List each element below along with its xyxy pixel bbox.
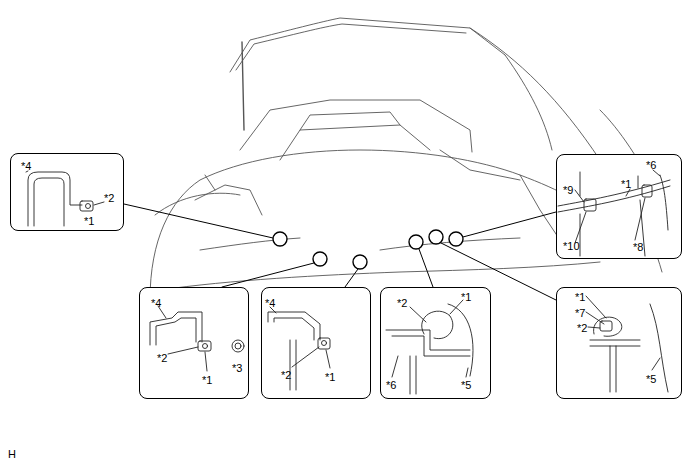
inset-box: *2 *1 *6 *5: [380, 287, 491, 399]
callout-number: *3: [232, 362, 242, 374]
callout-number: *2: [577, 322, 587, 334]
callout-number: *2: [397, 297, 407, 309]
callout-number: *1: [621, 178, 631, 190]
callout-number: *1: [575, 291, 585, 303]
callout-number: *6: [646, 159, 656, 171]
callout-number: *8: [633, 241, 643, 253]
inset-box: *4 *2 *1: [10, 153, 124, 231]
callout-number: *1: [461, 291, 471, 303]
inset-details: [26, 170, 670, 394]
callout-number: *2: [157, 352, 167, 364]
callout-number: *5: [646, 373, 656, 385]
callout-number: *6: [386, 379, 396, 391]
location-marks: [273, 230, 463, 269]
inset-box: *1 *7 *2 *5: [556, 287, 682, 399]
inset-leaders: [124, 204, 556, 300]
inset-box: *4 *2 *1: [261, 287, 371, 399]
callout-number: *1: [84, 215, 94, 227]
callout-number: *2: [104, 192, 114, 204]
callout-number: *7: [575, 307, 585, 319]
callout-number: *1: [202, 374, 212, 386]
inset-grounds: [10, 153, 682, 399]
figure-code: H: [8, 448, 16, 460]
callout-number: *4: [21, 160, 31, 172]
callout-number: *4: [265, 297, 275, 309]
inset-box: *4 *2 *1 *3: [139, 287, 249, 399]
inset-box: *6 *9 *1 *10 *8: [556, 154, 682, 259]
callout-number: *10: [563, 240, 580, 252]
callout-number: *9: [563, 184, 573, 196]
callout-number: *5: [461, 379, 471, 391]
callout-number: *4: [151, 297, 161, 309]
callout-number: *2: [281, 369, 291, 381]
callout-number: *1: [325, 371, 335, 383]
